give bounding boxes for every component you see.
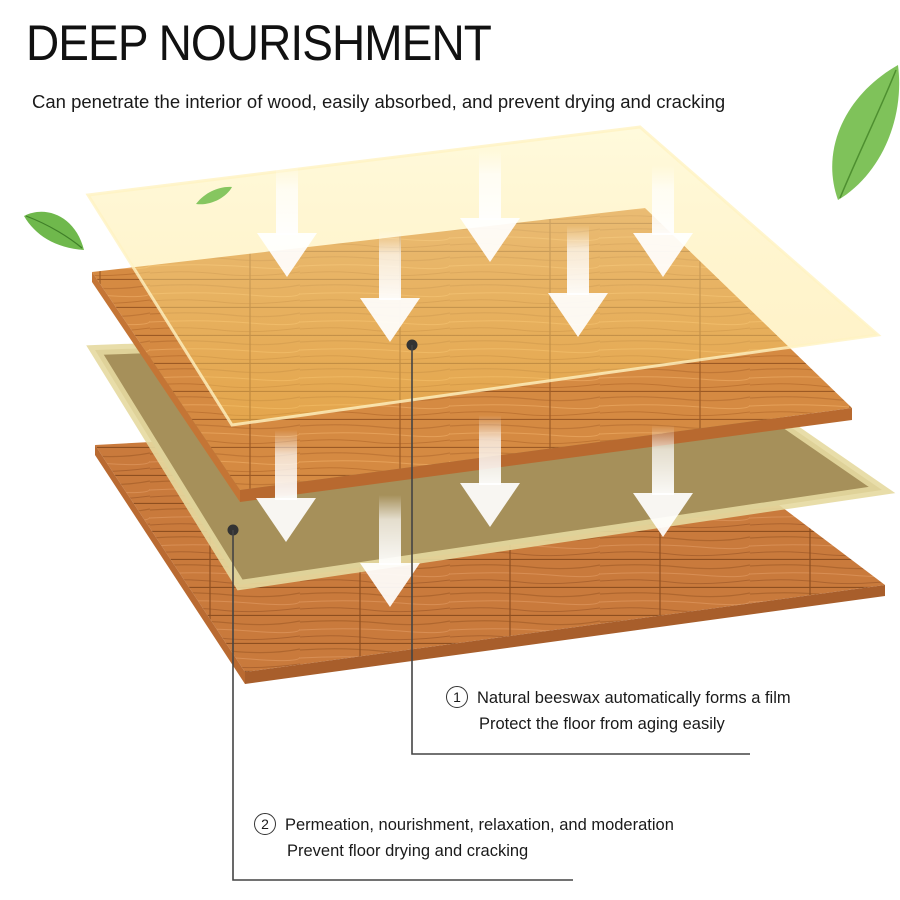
page-subtitle: Can penetrate the interior of wood, easi… bbox=[32, 91, 726, 112]
callout-1-line2: Protect the floor from aging easily bbox=[479, 715, 725, 733]
page-title: DEEP NOURISHMENT bbox=[26, 15, 492, 71]
leader-line-1 bbox=[406, 339, 750, 755]
callout-2: 2 Permeation, nourishment, relaxation, an… bbox=[254, 812, 674, 864]
callout-number-badge: 2 bbox=[254, 812, 276, 835]
callout-2-line2: Prevent floor drying and cracking bbox=[287, 842, 529, 860]
leaf-icon bbox=[24, 211, 84, 250]
callout-1: 1 Natural beeswax automatically forms a f… bbox=[446, 685, 791, 737]
leader-line-2 bbox=[227, 524, 573, 881]
leaf-icon bbox=[832, 65, 900, 200]
callout-2-line1: 2 Permeation, nourishment, relaxation, an… bbox=[254, 812, 674, 838]
callout-text: Natural beeswax automatically forms a fi… bbox=[477, 689, 791, 707]
callout-1-line1: 1 Natural beeswax automatically forms a f… bbox=[446, 685, 791, 711]
callout-text: Permeation, nourishment, relaxation, and… bbox=[285, 816, 674, 834]
callout-number-badge: 1 bbox=[446, 685, 468, 708]
leaf-icon bbox=[196, 186, 232, 205]
